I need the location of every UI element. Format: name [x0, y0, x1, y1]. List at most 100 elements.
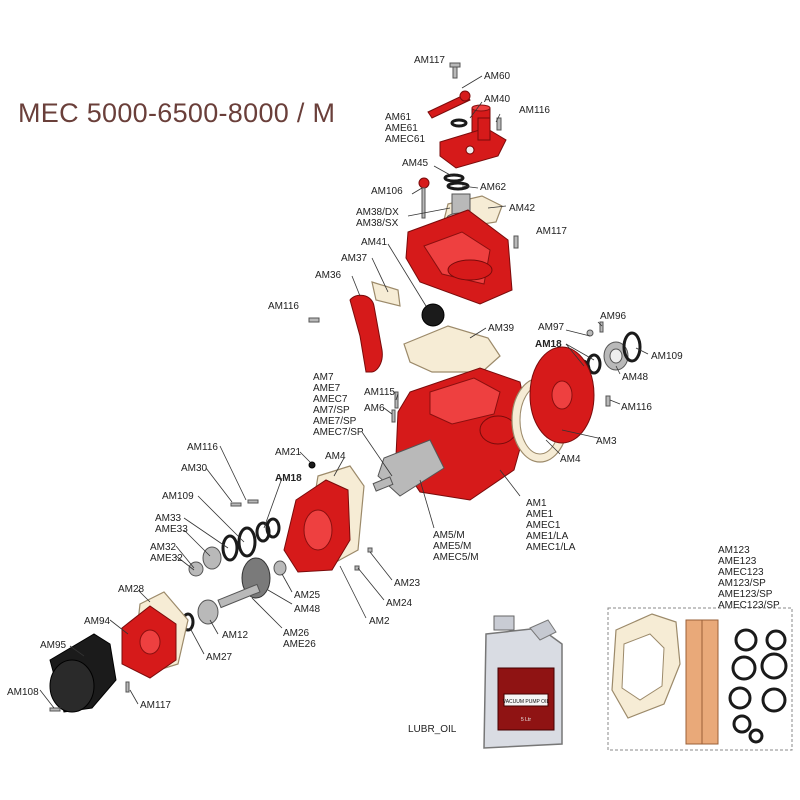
- label-am61: AM61: [385, 112, 412, 123]
- oring-am40: [450, 118, 468, 128]
- label-am28: AM28: [118, 584, 145, 595]
- oil-can-label-title: VACUUM PUMP OIL: [503, 699, 550, 705]
- label-am96: AM96: [600, 311, 627, 322]
- cover-am2: [283, 479, 351, 573]
- cover-am61: [439, 117, 507, 169]
- label-am5m: AM5/M: [433, 530, 465, 541]
- label-am12: AM12: [222, 630, 249, 641]
- label-am116-low: AM116: [187, 442, 218, 453]
- label-am60: AM60: [484, 71, 511, 82]
- label-am6: AM6: [364, 403, 385, 414]
- label-am38dx: AM38/DX: [356, 207, 399, 218]
- label-ame123sp: AME123/SP: [718, 589, 773, 600]
- label-am4-right: AM4: [560, 454, 581, 465]
- gear-shaft-am26: [217, 557, 271, 609]
- label-ame7sp: AME7/SP: [313, 416, 357, 427]
- label-am4-left: AM4: [325, 451, 346, 462]
- label-am109-right: AM109: [651, 351, 683, 362]
- bearing-am12: [197, 599, 219, 625]
- label-ame123: AME123: [718, 556, 757, 567]
- label-am24: AM24: [386, 598, 413, 609]
- label-am42: AM42: [509, 203, 536, 214]
- plug-am21: [308, 461, 316, 469]
- label-am123sp: AM123/SP: [718, 578, 766, 589]
- cover-am3: [529, 346, 595, 444]
- label-ame5m: AME5/M: [433, 541, 471, 552]
- label-am97: AM97: [538, 322, 565, 333]
- label-am2: AM2: [369, 616, 390, 627]
- label-amec1: AMEC1: [526, 520, 561, 531]
- gasket-am39: [403, 325, 501, 373]
- label-am116-top: AM116: [519, 105, 550, 116]
- label-amec7sp: AMEC7/SP: [313, 427, 364, 438]
- label-am115: AM115: [364, 387, 395, 398]
- screws-am115-am6: [391, 391, 399, 423]
- cover-am94: [121, 605, 177, 679]
- label-amec123: AMEC123: [718, 567, 764, 578]
- screw-am117-top: [449, 62, 461, 79]
- label-lubr-oil: LUBR_OIL: [408, 724, 457, 735]
- label-am7: AM7: [313, 372, 334, 383]
- label-am33: AM33: [155, 513, 182, 524]
- label-am32: AM32: [150, 542, 177, 553]
- label-amec7: AMEC7: [313, 394, 348, 405]
- label-am108: AM108: [7, 687, 39, 698]
- label-ame7: AME7: [313, 383, 341, 394]
- gasket-kit-box: [607, 607, 793, 751]
- page-title: MEC 5000-6500-8000 / M: [18, 98, 336, 128]
- oil-can-label-volume: 5 Ltr: [521, 717, 531, 723]
- label-ame33: AME33: [155, 524, 188, 535]
- label-am123: AM123: [718, 545, 750, 556]
- label-am117-bot: AM117: [140, 700, 171, 711]
- screw-am116-left: [308, 317, 320, 323]
- label-am48-left: AM48: [294, 604, 321, 615]
- label-am109-left: AM109: [162, 491, 194, 502]
- label-am39: AM39: [488, 323, 515, 334]
- label-am18-right: AM18: [535, 339, 562, 350]
- dipstick-am106: [418, 177, 430, 219]
- ball-am41: [421, 303, 445, 327]
- label-am30: AM30: [181, 463, 208, 474]
- label-am106: AM106: [371, 186, 403, 197]
- label-am48-right: AM48: [622, 372, 649, 383]
- label-am21: AM21: [275, 447, 302, 458]
- screws-am23-am24: [354, 547, 373, 571]
- label-ame1: AME1: [526, 509, 554, 520]
- label-am1: AM1: [526, 498, 547, 509]
- label-am41: AM41: [361, 237, 388, 248]
- label-am25: AM25: [294, 590, 321, 601]
- washers-am45-am62: [443, 173, 470, 191]
- label-am18-left: AM18: [275, 473, 302, 484]
- leader-lines: [39, 75, 649, 709]
- label-am40: AM40: [484, 94, 511, 105]
- label-am37: AM37: [341, 253, 368, 264]
- label-am36: AM36: [315, 270, 342, 281]
- label-am62: AM62: [480, 182, 507, 193]
- label-am117-mid: AM117: [536, 226, 567, 237]
- bearing-group-left: [188, 499, 281, 577]
- screw-am117-bot: [125, 681, 130, 693]
- screw-am116-top: [496, 117, 502, 131]
- label-ame61: AME61: [385, 123, 418, 134]
- bearing-am25: [273, 560, 287, 576]
- rotor-am5: [372, 439, 445, 497]
- label-am26: AM26: [283, 628, 310, 639]
- label-amec123sp: AMEC123/SP: [718, 600, 780, 611]
- label-am27: AM27: [206, 652, 233, 663]
- label-amec1la: AMEC1/LA: [526, 542, 576, 553]
- screw-am117-mid: [513, 235, 519, 249]
- label-am45: AM45: [402, 158, 429, 169]
- label-am116-left: AM116: [268, 301, 299, 312]
- oil-can: [483, 615, 563, 749]
- label-amec5m: AMEC5/M: [433, 552, 479, 563]
- label-am7sp: AM7/SP: [313, 405, 350, 416]
- bell-am95: [49, 633, 117, 713]
- pipe-am36: [349, 294, 383, 373]
- label-ame32: AME32: [150, 553, 183, 564]
- lever-am60: [427, 90, 471, 119]
- gasket-am37: [371, 281, 401, 307]
- label-am38sx: AM38/SX: [356, 218, 399, 229]
- label-ame26: AME26: [283, 639, 316, 650]
- label-am23: AM23: [394, 578, 421, 589]
